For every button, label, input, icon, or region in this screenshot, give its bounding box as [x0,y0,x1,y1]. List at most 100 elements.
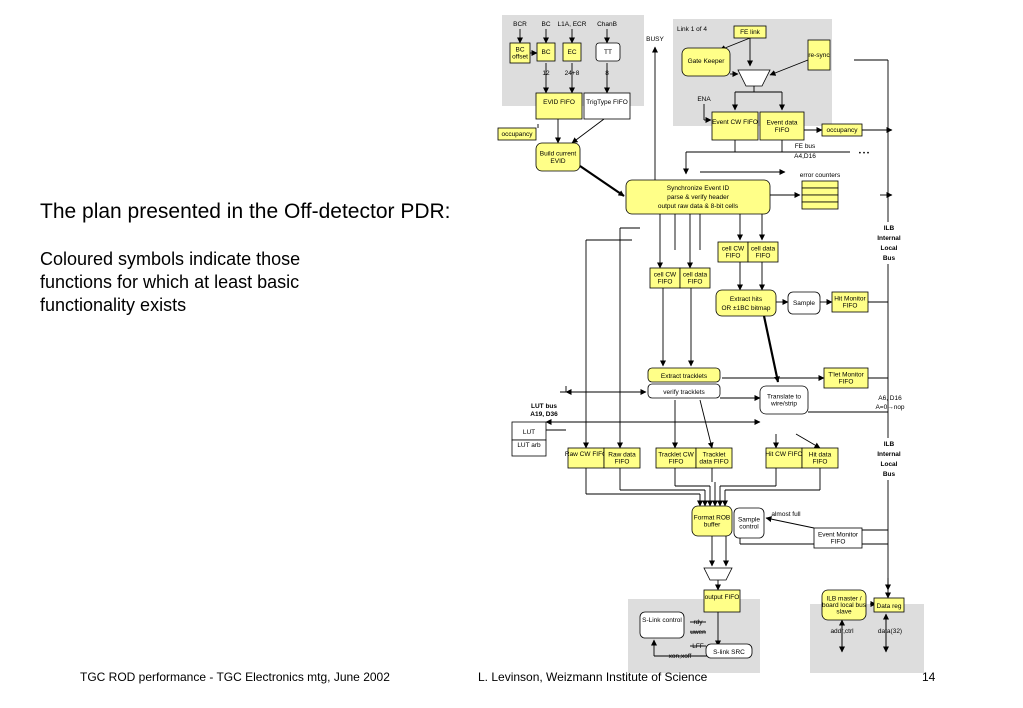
ilb-mid-label-1: ILB [884,441,895,448]
svg-text:EC: EC [567,49,576,56]
uwen-signal-label: uwen [690,629,706,636]
ilb-top-label-bg [872,222,906,264]
slink-control-block: S-Link control [639,611,685,639]
lut-bus-label: LUT bus [531,403,557,410]
trigtype-fifo-block: TrigType FIFO [583,92,631,120]
svg-text:occupancy: occupancy [501,131,533,138]
page-number: 14 [922,670,936,684]
data-reg-block: Data reg [873,597,905,613]
bc-block: BC [536,42,556,62]
svg-text:Raw CW FIFO: Raw CW FIFO [565,451,607,458]
svg-text:re-sync: re-sync [808,52,830,59]
svg-text:occupancy: occupancy [826,127,858,134]
svg-text:BC: BC [541,49,550,56]
l1a-input-label: L1A, ECR [558,21,587,28]
ilb-mid-label-2: Internal [877,451,901,458]
svg-text:FE link: FE link [740,29,761,36]
rdy-signal-label: rdy [693,619,703,626]
sample-top-block: Sample [787,291,821,315]
svg-text:S-link SRC: S-link SRC [713,649,745,656]
svg-text:Event CW FIFO: Event CW FIFO [712,119,758,126]
extract-tracklets-block: Extract tracklets [647,367,721,383]
gate-keeper-block: Gate Keeper [681,47,731,77]
evid-fifo-block: EVID FIFO [535,92,583,120]
svg-text:S-Link control: S-Link control [642,617,682,624]
body-line-2: functions for which at least basic [40,272,300,292]
addr-ctrl-label: addr,ctrl [830,628,854,635]
svg-text:output FIFO: output FIFO [705,594,740,601]
slink-src-block: S-link SRC [705,643,753,659]
svg-text:Synchronize Event ID: Synchronize Event ID [667,185,730,192]
svg-text:TT: TT [604,49,612,56]
bcr-input-label: BCR [513,21,527,28]
ilb-mid-label-3: Local [881,461,898,468]
body-line-3: functionality exists [40,295,187,315]
ilb-top-label-4: Bus [883,255,896,262]
ilb-addr-label: A6, D16 [878,395,902,402]
svg-text:Gate Keeper: Gate Keeper [688,58,726,65]
fe-link-block: FE link [733,25,767,39]
svg-text:verify tracklets: verify tracklets [663,389,705,396]
svg-text:Extract tracklets: Extract tracklets [661,373,708,380]
svg-text:Data reg: Data reg [877,603,902,610]
ilb-nop-label: A=0→nop [875,404,904,411]
fe-bus-width-label: A4,D16 [794,153,816,160]
xon-xoff-signal-label: xon,xoff [669,653,692,660]
almost-full-label: almost full [771,511,801,518]
ilb-mid-label-bg [872,438,906,480]
output-fifo-block: output FIFO [703,589,741,613]
extract-hits-block: Extract hits OR ±1BC bitmap [715,289,777,317]
lut-block: LUT [511,421,547,441]
lut-arb-block: LUT arb [511,439,547,457]
error-counters-label: error counters [800,172,841,179]
svg-text:parse & verify header: parse & verify header [667,194,730,201]
svg-text:TrigType FIFO: TrigType FIFO [586,99,628,106]
ilb-top-label-2: Internal [877,235,901,242]
ilb-top-label-1: ILB [884,225,895,232]
svg-text:LUT arb: LUT arb [517,442,541,449]
footer-center: L. Levinson, Weizmann Institute of Scien… [478,670,708,684]
slide-body: Coloured symbols indicate those function… [40,248,400,317]
fe-bus-label: FE bus [795,143,816,150]
data32-label: data(32) [878,628,902,635]
svg-text:output raw data & 8-bit cells: output raw data & 8-bit cells [658,203,739,210]
svg-text:Extract hits: Extract hits [730,296,763,303]
ec-block: EC [562,42,582,62]
svg-text:Hit CW FIFO: Hit CW FIFO [765,451,802,458]
more-links-dots: • • • [859,150,870,157]
error-counters-stack [801,180,839,210]
event-cw-fifo-block: Event CW FIFO [711,111,759,141]
busy-label: BUSY [646,36,664,43]
svg-text:OR ±1BC bitmap: OR ±1BC bitmap [721,305,770,312]
occupancy-left-block: occupancy [497,127,537,141]
